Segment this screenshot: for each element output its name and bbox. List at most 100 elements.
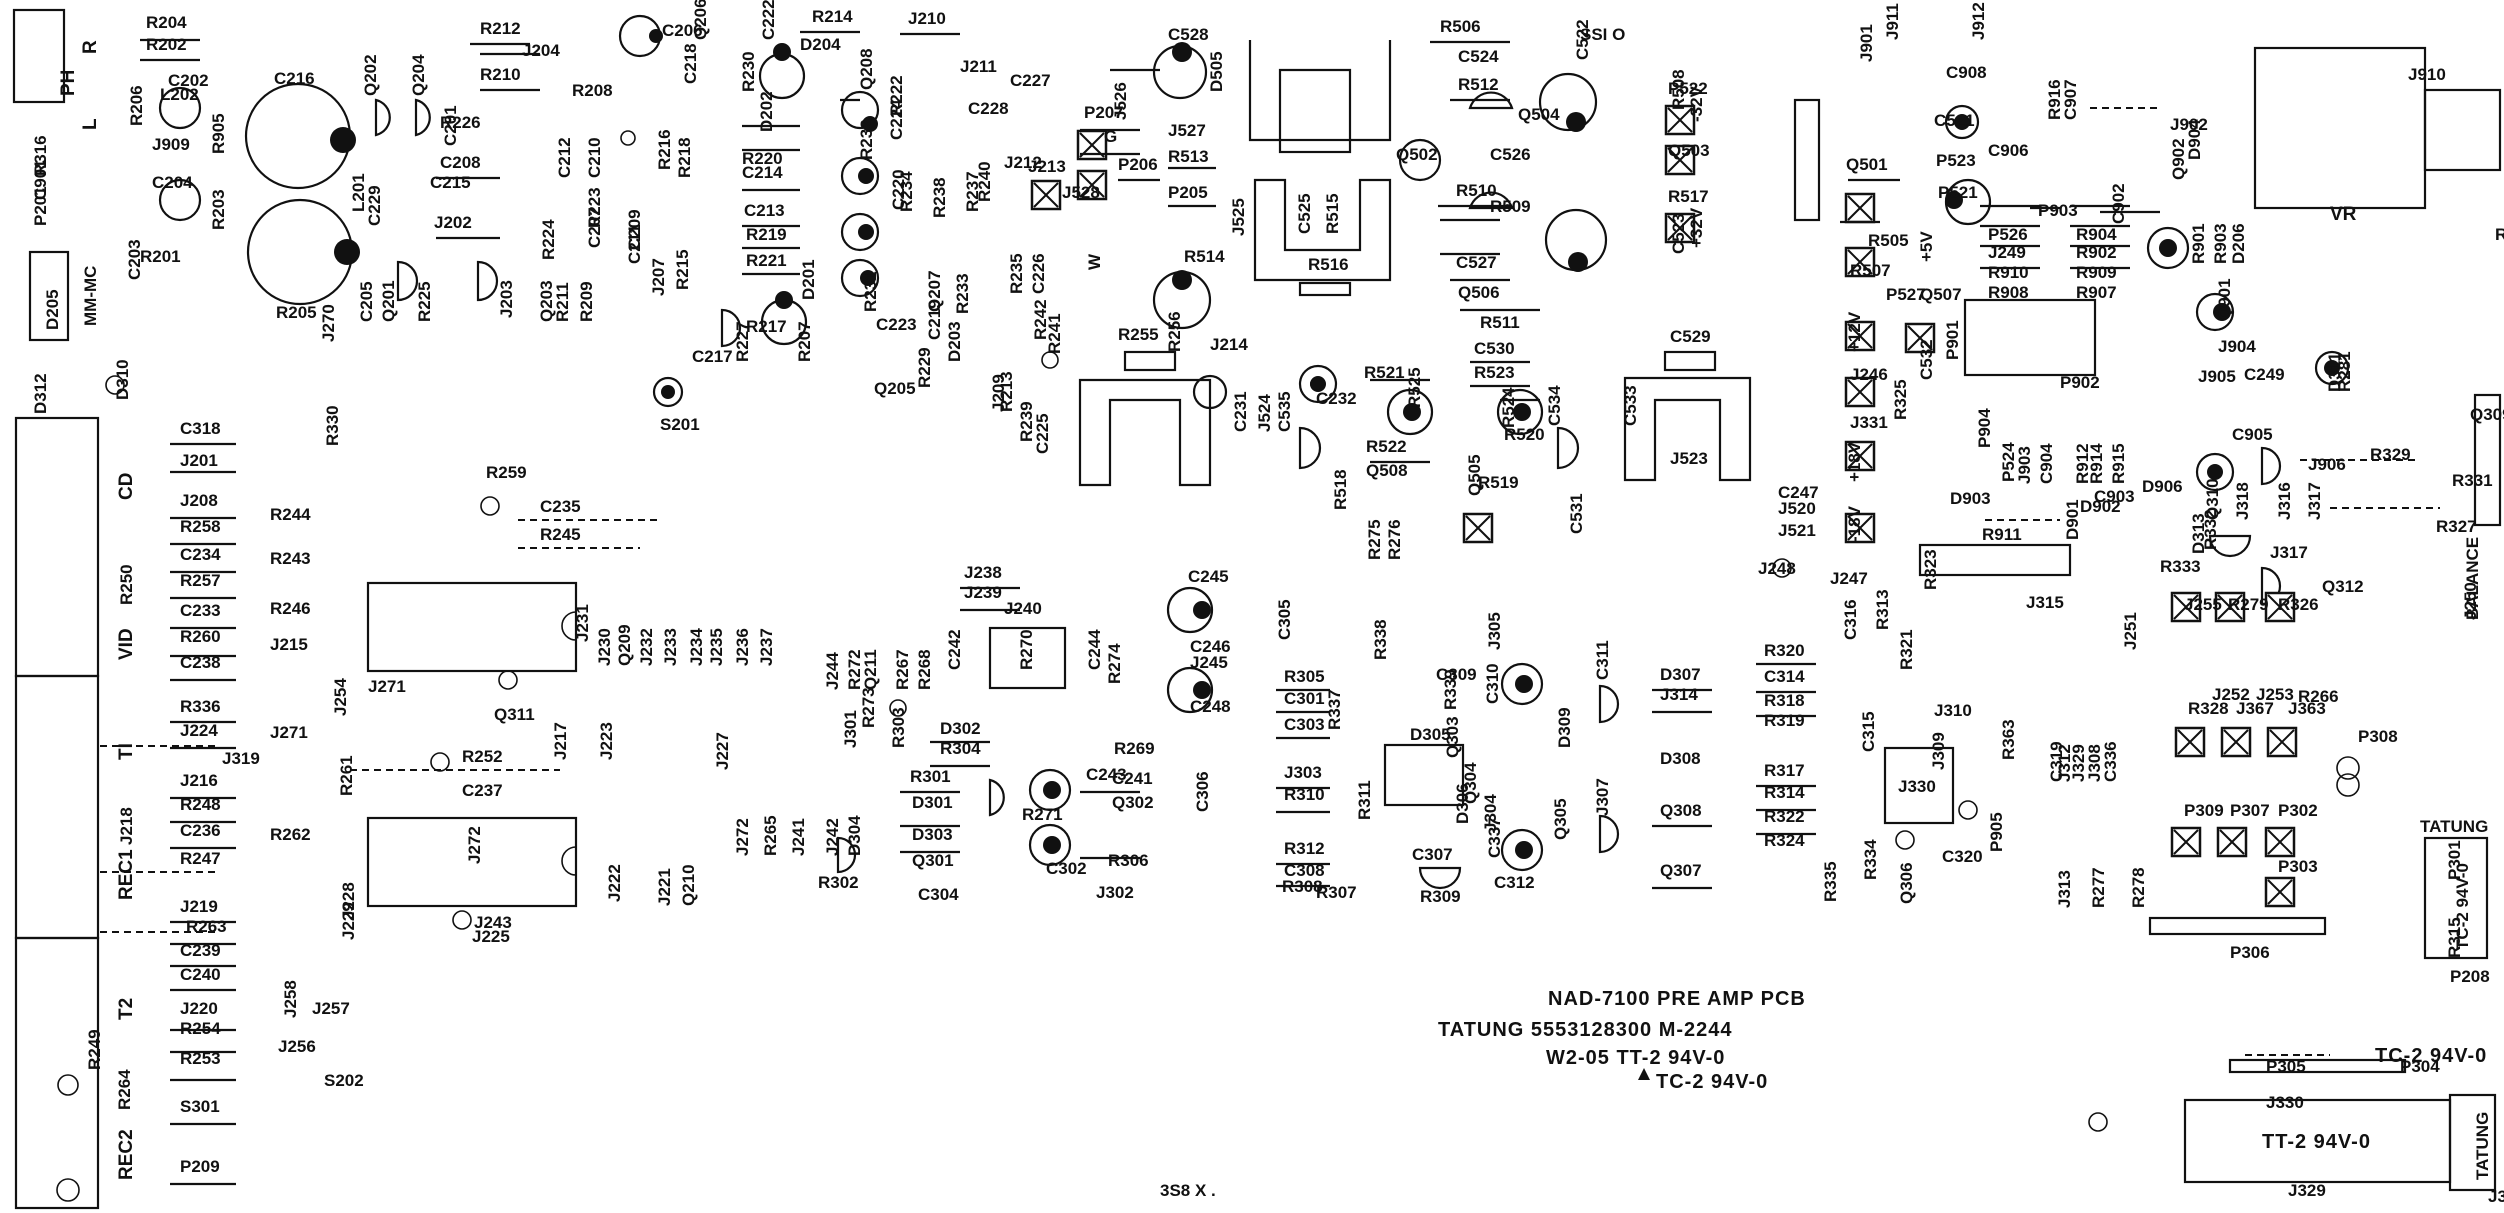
q303-ic: [1383, 743, 1465, 807]
label-d906: D906: [2142, 477, 2183, 496]
label-r264: R264: [115, 1069, 134, 1110]
label-r905: R905: [209, 113, 228, 154]
label-j234: J234: [687, 628, 706, 666]
label-c301: C301: [1284, 689, 1325, 708]
test-pad: [2266, 726, 2298, 758]
q205-body: [720, 308, 742, 348]
p203-connector: [14, 674, 100, 940]
label-r279: R279: [2228, 595, 2269, 614]
label-j331: J331: [1850, 413, 1888, 432]
q901-body: [1963, 298, 2097, 377]
label-r239: R239: [1017, 401, 1036, 442]
label-j223: J223: [597, 722, 616, 760]
label-r314: R314: [1764, 783, 1805, 802]
label-r304: R304: [940, 739, 981, 758]
c318-polarity: [2324, 360, 2340, 376]
label-r263: R263: [186, 917, 227, 936]
label-r221: R221: [746, 251, 787, 270]
test-pad: [1462, 512, 1494, 544]
label-c241: C241: [1112, 769, 1153, 788]
label-r517: R517: [1668, 187, 1709, 206]
label-p205: P205: [1168, 183, 1208, 202]
label-r516: R516: [1308, 255, 1349, 274]
vr-box: [2253, 46, 2427, 210]
label-j256: J256: [278, 1037, 316, 1056]
s201-switch: [28, 250, 70, 342]
label-j525: J525: [1229, 198, 1248, 236]
label-c223: C223: [876, 315, 917, 334]
label-r309: R309: [1420, 887, 1461, 906]
label-r507: R507: [1850, 261, 1891, 280]
label-c308: C308: [1284, 861, 1325, 880]
label-j251: J251: [2121, 612, 2140, 650]
label-c204: C204: [152, 173, 193, 192]
label-j212: J212: [1004, 153, 1042, 172]
label-c236: C236: [180, 821, 221, 840]
label-r276: R276: [1385, 519, 1404, 560]
c522-polarity: [1566, 112, 1586, 132]
label-r233: R233: [953, 273, 972, 314]
label-p209: P209: [180, 1157, 220, 1176]
label-p521: P521: [1938, 183, 1978, 202]
label-d205: D205: [43, 289, 62, 330]
label-r316: R316: [31, 135, 50, 176]
supply-plus32: +32V: [1687, 207, 1706, 248]
label-j317: J317: [2270, 543, 2308, 562]
label-r270: R270: [1017, 629, 1036, 670]
triangle-icon: [1638, 1068, 1650, 1080]
c201-cap: [158, 178, 202, 222]
label-c213: C213: [744, 201, 785, 220]
label-d904: D904: [2185, 119, 2204, 160]
c215-polarity: [334, 239, 360, 265]
j484-pad: [57, 1074, 79, 1096]
label-j209: J209: [989, 374, 1008, 412]
label-q502: Q502: [1396, 145, 1438, 164]
c224-polarity: [858, 168, 874, 184]
label-r518: R518: [1331, 469, 1350, 510]
label-p208: P208: [2450, 967, 2490, 986]
label-j227: J227: [713, 732, 732, 770]
label-r307: R307: [1316, 883, 1357, 902]
q201-body: [396, 260, 419, 302]
label-r306: R306: [1108, 851, 1149, 870]
vr-shaft: [2423, 88, 2502, 172]
j524-cap: [1192, 374, 1228, 410]
label-c906: C906: [1988, 141, 2029, 160]
label-c522: C522: [1573, 19, 1592, 60]
test-pad: [1664, 104, 1696, 136]
q207-polarity: [860, 270, 876, 286]
label-c206: C206: [662, 21, 703, 40]
label-r219: R219: [746, 225, 787, 244]
label-r235: R235: [1007, 253, 1026, 294]
label-j243: J243: [474, 913, 512, 932]
label-j271: J271: [368, 677, 406, 696]
label-c904: C904: [2037, 443, 2056, 484]
label-c231: C231: [1231, 391, 1250, 432]
label-j901: J901: [1857, 24, 1876, 62]
label-r317: R317: [1764, 761, 1805, 780]
label-j912: J912: [1969, 2, 1988, 40]
label-c527: C527: [1456, 253, 1497, 272]
label-r237: R237: [963, 171, 982, 212]
label-j235: J235: [707, 628, 726, 666]
label-r231: R231: [861, 271, 880, 312]
label-r509: R509: [1490, 197, 1531, 216]
block-labels: PH R L CD VID TI REC1 T2 REC2 MM-MC BALA…: [58, 40, 2482, 1180]
label-c246: C246: [1190, 637, 1231, 656]
label-j216: J216: [180, 771, 218, 790]
label-j230: J230: [595, 628, 614, 666]
c247-polarity: [1193, 681, 1211, 699]
c249-cap: [2195, 292, 2235, 332]
label-j247: J247: [1830, 569, 1868, 588]
label-r255: R255: [1118, 325, 1159, 344]
label-l202: L202: [160, 85, 199, 104]
label-c242: C242: [945, 629, 964, 670]
q202-body: [374, 98, 391, 137]
test-pad: [1844, 320, 1876, 352]
c249-polarity: [2213, 303, 2231, 321]
c216-polarity: [330, 127, 356, 153]
c535-cap: [1298, 364, 1338, 404]
label-r901: R901: [2189, 223, 2208, 264]
q505-tab: [1663, 350, 1717, 372]
label-p526: P526: [1988, 225, 2028, 244]
